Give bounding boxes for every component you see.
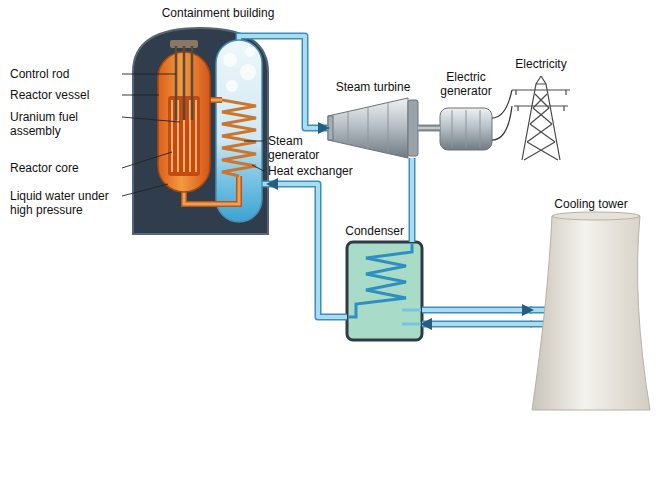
node-label: Condenser: [345, 224, 404, 238]
control-rods: [176, 46, 192, 120]
fuel-rod: [195, 100, 197, 172]
cooling-tower-shell: [532, 216, 650, 410]
leader-line: [122, 184, 168, 196]
pipe-connector: [422, 324, 532, 325]
pipe-wall: [268, 184, 347, 317]
shaft-rod: [418, 125, 440, 132]
pipe-water: [268, 184, 347, 317]
transmission-tower: Electricity: [512, 76, 570, 160]
node-label: Electricity: [506, 57, 576, 71]
generator-rib: [480, 110, 481, 148]
leader-line: [252, 165, 264, 171]
condenser: Condenser: [347, 242, 422, 340]
part-label: Liquid water under high pressure: [10, 189, 120, 217]
tower-insulators: [516, 90, 566, 111]
transmission-tower: [512, 76, 570, 160]
tower-arms: [512, 90, 570, 106]
generator-body: [440, 108, 492, 150]
containment-building: Containment building: [133, 28, 268, 234]
heat-exchanger-coil: [222, 100, 256, 176]
steam-cloud: [240, 64, 256, 80]
steam-turbine: Steam turbine: [328, 98, 418, 158]
turbine-rib: [368, 107, 369, 149]
node-label: Cooling tower: [532, 197, 650, 211]
cooling-tower-rim: [552, 212, 640, 220]
condenser-box: [347, 242, 422, 340]
steam-cloud: [226, 80, 238, 92]
part-label: Reactor vessel: [10, 88, 115, 102]
control-rod: [183, 46, 186, 120]
control-rod: [175, 46, 178, 120]
fuel-rod: [189, 100, 191, 172]
pipe-wall: [409, 158, 416, 242]
turbine-rib: [348, 112, 349, 144]
condenser-coil: [349, 244, 412, 317]
pipe-wall: [422, 321, 532, 328]
generator-ribs: [452, 110, 480, 148]
wire-connector: [492, 90, 512, 140]
turbine-inlet: [328, 116, 333, 140]
turbine-rib: [388, 103, 389, 153]
pipe-connector: [268, 184, 347, 317]
part-label: Steam generator: [268, 134, 326, 162]
pipe-water: [422, 322, 532, 326]
shaft-connector: [418, 128, 440, 129]
node-label: Containment building: [133, 6, 303, 20]
leader-line: [122, 74, 176, 75]
steam-cloud: [223, 53, 237, 67]
leader-line: [122, 117, 180, 122]
pipe-wall: [422, 307, 532, 314]
part-label: Reactor core: [10, 161, 115, 175]
fuel-rod: [177, 100, 179, 172]
pipe-wall: [268, 36, 328, 128]
shaft-highlight: [418, 127, 440, 130]
steam-turbine-body: [328, 98, 408, 158]
power-wire: [492, 106, 512, 140]
cooling-tower: Cooling tower: [532, 216, 650, 410]
cooling-water-stub: [402, 323, 421, 326]
cooling-water-stub: [402, 309, 421, 312]
node-label: Electric generator: [432, 70, 500, 98]
generator-rib: [452, 110, 453, 148]
pipe-connector: [422, 310, 532, 311]
part-label: Control rod: [10, 67, 115, 81]
part-label: Uranium fuel assembly: [10, 110, 105, 138]
node-label: Steam turbine: [323, 80, 423, 94]
electric-generator: Electric generator: [440, 106, 492, 152]
leader-line: [122, 152, 172, 168]
tower-frame: [522, 76, 560, 160]
control-rod: [191, 46, 194, 120]
pipe-connector: [412, 158, 413, 242]
fuel-rod: [171, 100, 173, 172]
leader-line: [122, 95, 159, 96]
pipe-connector: [268, 36, 328, 128]
pipe-water: [422, 308, 532, 312]
power-wire: [492, 90, 512, 118]
steam-cloud: [245, 47, 255, 57]
pipe-water: [268, 36, 328, 128]
turbine-cap: [408, 100, 418, 156]
pipe-water: [410, 158, 414, 242]
part-label: Heat exchanger: [268, 164, 353, 178]
leader-lines: [122, 74, 264, 196]
generator-rib: [466, 110, 467, 148]
leader-line: [244, 141, 264, 142]
turbine-ribs: [348, 103, 388, 153]
containment-dome: [133, 28, 268, 234]
tower-lattice: [524, 94, 558, 160]
